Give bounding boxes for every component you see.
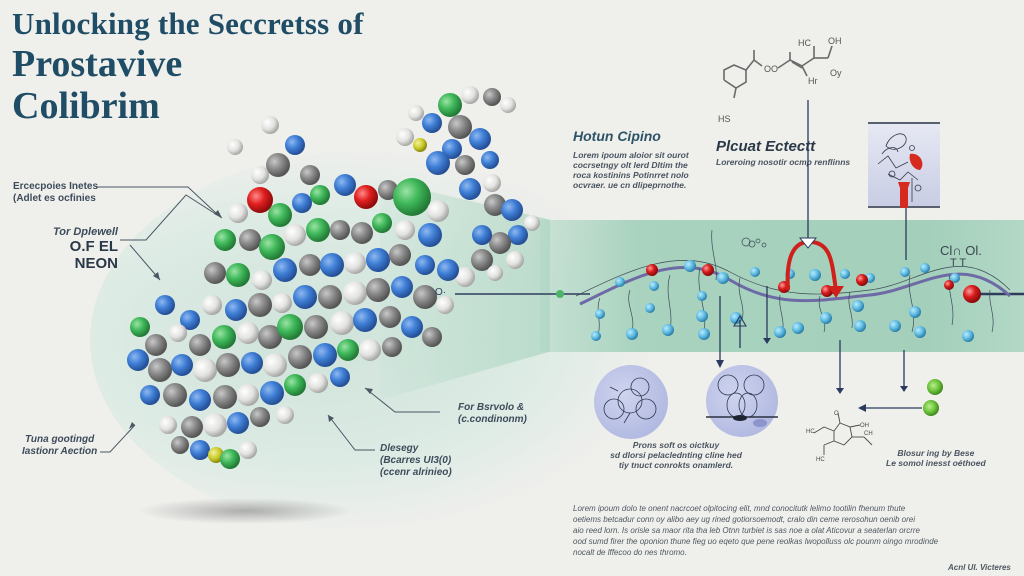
callout-label-bsrvolo: For Bsrvolo & (c.condinonm)	[458, 402, 527, 425]
svg-text:OH: OH	[828, 36, 842, 46]
svg-text:CH: CH	[864, 431, 873, 437]
footer-signature: Acnl UI. Victeres	[948, 563, 1011, 572]
callout-label-neon: Tor Dplewell O.F EL NEON	[53, 226, 118, 272]
bubbles-caption: Prons soft os oictkuy sd dlorsi pelacled…	[610, 440, 742, 470]
svg-text:HS: HS	[718, 114, 731, 124]
signaling-pathway-diagram	[556, 100, 1012, 394]
title-line-1: Unlocking the Seccretss of	[12, 6, 364, 41]
section-heading: Plcuat Ectectt	[716, 138, 816, 155]
band-left-marker: O·	[435, 287, 447, 298]
receptor-inset-box	[868, 122, 940, 208]
receptor-icon	[877, 133, 923, 208]
chemical-structure-top: HC OH HS OO Hr Oy	[718, 36, 842, 124]
ligand-binding-diagram: HC O OH HC CH	[806, 379, 943, 463]
svg-text:HC: HC	[806, 429, 815, 435]
page-title: Unlocking the Seccretss of Prostavive Co…	[12, 8, 364, 125]
band-right-label: Cl∩ Ol. T T	[940, 243, 982, 269]
section-hotun-cipino: Hotun Cipino Lorem ipoum aloior sit ouro…	[573, 128, 689, 190]
svg-text:HC: HC	[798, 38, 811, 48]
footer-paragraph: Lorem ipoum dolo te onent nacrcoet olpit…	[573, 504, 939, 557]
svg-text:Hr: Hr	[808, 76, 818, 86]
svg-text:OO: OO	[764, 64, 778, 74]
svg-text:Oy: Oy	[830, 68, 842, 78]
vesicle-bubble-right	[706, 365, 778, 437]
callout-label-dlesegy: Dlesegy (Bcarres UI3(0) (ccenr alrinieo)	[380, 443, 452, 478]
title-line-2: Prostavive	[12, 43, 183, 85]
callout-label-ercecpoies: Ercecpoies Inetes (Adlet es ocfinies	[13, 181, 99, 204]
binding-caption: Blosur ing by Bese Le somol inesst oétho…	[886, 448, 986, 468]
svg-text:HC: HC	[816, 457, 825, 463]
svg-text:O: O	[834, 411, 839, 417]
receptor-complex-icon	[706, 374, 778, 427]
callout-label-tuna: Tuna gootingd Iastionr Aection	[22, 434, 98, 457]
vesicle-bubble-left	[594, 365, 668, 439]
protein-molecule-model	[127, 86, 540, 469]
section-heading: Hotun Cipino	[573, 128, 661, 144]
molecule-shadow	[140, 498, 350, 524]
title-line-3: Colibrim	[12, 85, 160, 127]
svg-text:OH: OH	[860, 423, 869, 429]
section-plcuat-ectectt: Plcuat Ectectt Loreroing nosotir ocmp re…	[716, 138, 851, 167]
complex-glyph-icon	[603, 377, 657, 424]
